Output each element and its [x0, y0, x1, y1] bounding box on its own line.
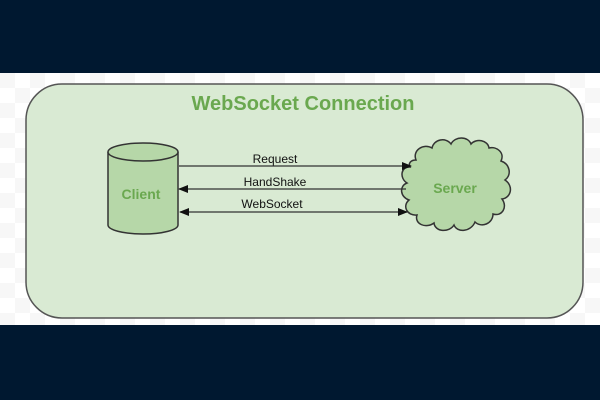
cylinder-top [107, 142, 179, 162]
edge-websocket-label: WebSocket [241, 197, 303, 211]
cylinder-icon [107, 152, 179, 235]
server-node[interactable]: Server [400, 137, 512, 232]
diagram-title: WebSocket Connection [192, 93, 415, 115]
edge-request: Request [179, 152, 412, 170]
client-node[interactable]: Client [107, 142, 179, 235]
edge-websocket: WebSocket [179, 197, 408, 216]
client-label: Client [122, 186, 161, 202]
edge-handshake: HandShake [178, 175, 406, 193]
server-label: Server [433, 180, 477, 196]
cloud-icon [400, 137, 512, 232]
edge-handshake-label: HandShake [244, 175, 307, 189]
edge-request-label: Request [253, 152, 298, 166]
